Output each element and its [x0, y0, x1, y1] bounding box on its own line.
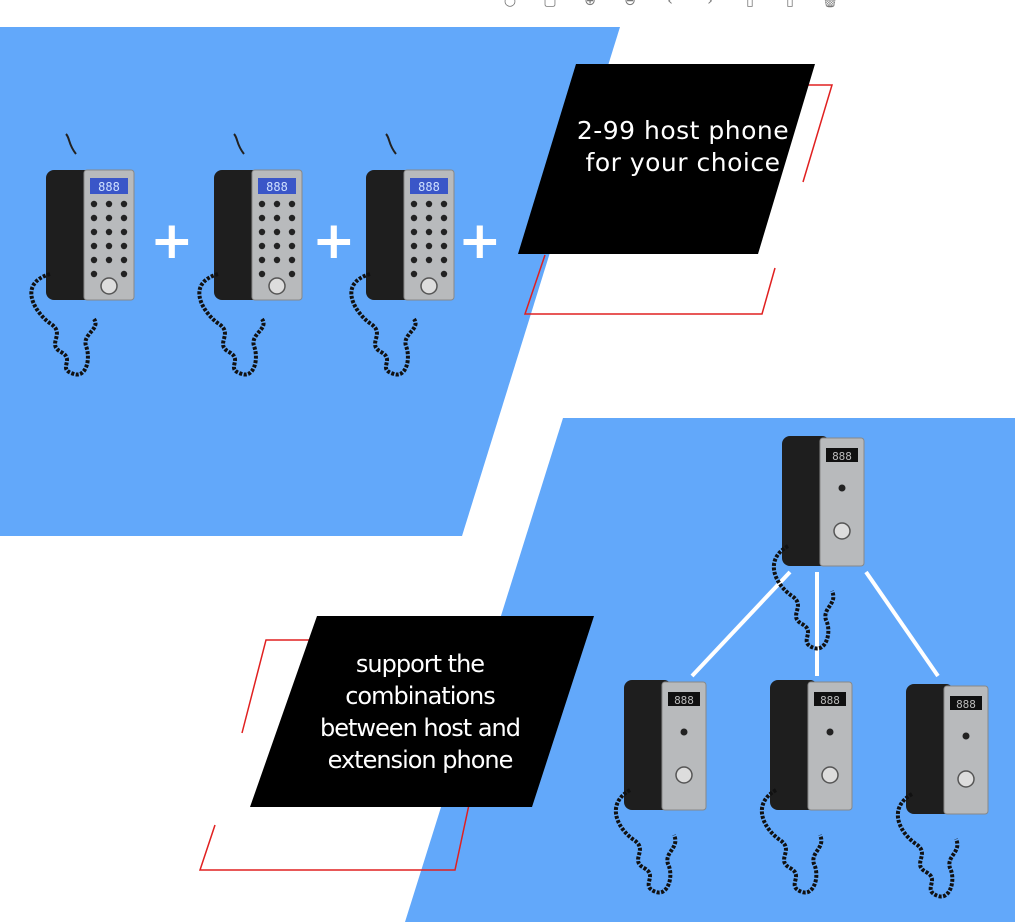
- crop-icon[interactable]: ▢: [543, 0, 557, 9]
- top-blue-panel: [0, 27, 620, 536]
- red-accent: [241, 639, 310, 734]
- red-accent: [523, 254, 776, 315]
- bottom-black-banner: [250, 616, 594, 807]
- zoom-in-icon[interactable]: ⊕: [584, 0, 596, 9]
- top-black-banner: [518, 64, 815, 254]
- copy-icon[interactable]: ▯: [746, 0, 754, 9]
- previous-icon[interactable]: ‹: [667, 0, 673, 9]
- plus-sign: +: [458, 211, 502, 271]
- plus-sign: +: [312, 211, 356, 271]
- plus-sign: +: [150, 211, 194, 271]
- connection-lines: [690, 570, 940, 678]
- delete-icon[interactable]: 🗑: [821, 0, 839, 9]
- top-caption: 2-99 host phone for your choice: [576, 116, 790, 177]
- bottom-caption: support the combinations between host an…: [320, 650, 521, 774]
- next-icon[interactable]: ›: [707, 0, 713, 9]
- zoom-out-icon[interactable]: ⊖: [624, 0, 636, 9]
- paste-icon[interactable]: ▯: [786, 0, 794, 9]
- image-toolbar: ○ ▢ ⊕ ⊖ ‹ › ▯ ▯ 🗑: [500, 0, 840, 12]
- rotate-icon[interactable]: ○: [503, 0, 517, 9]
- red-accent: [198, 799, 471, 871]
